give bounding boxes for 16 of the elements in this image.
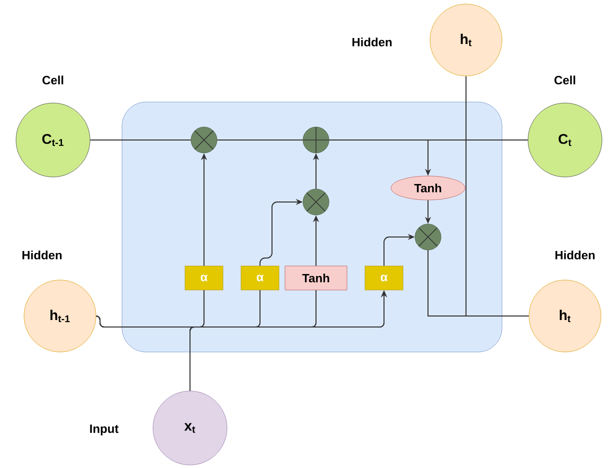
side-label: Cell bbox=[42, 76, 64, 84]
multiply-gate bbox=[190, 126, 218, 154]
sigmoid-gate-box: α bbox=[184, 266, 224, 290]
side-label: Hidden bbox=[352, 38, 392, 46]
side-label: Cell bbox=[554, 76, 576, 84]
tanh-gate-box: Tanh bbox=[284, 266, 348, 290]
sigmoid-gate-box: α bbox=[364, 266, 404, 290]
side-label: Hidden bbox=[22, 250, 62, 260]
side-label: Input bbox=[90, 424, 119, 436]
cell-box bbox=[122, 102, 502, 352]
side-label: Hidden bbox=[555, 250, 595, 260]
connector-line bbox=[428, 76, 466, 316]
multiply-gate bbox=[302, 188, 330, 216]
multiply-gate bbox=[414, 224, 442, 250]
sigmoid-gate-box: α bbox=[240, 266, 280, 290]
add-gate bbox=[302, 126, 330, 154]
